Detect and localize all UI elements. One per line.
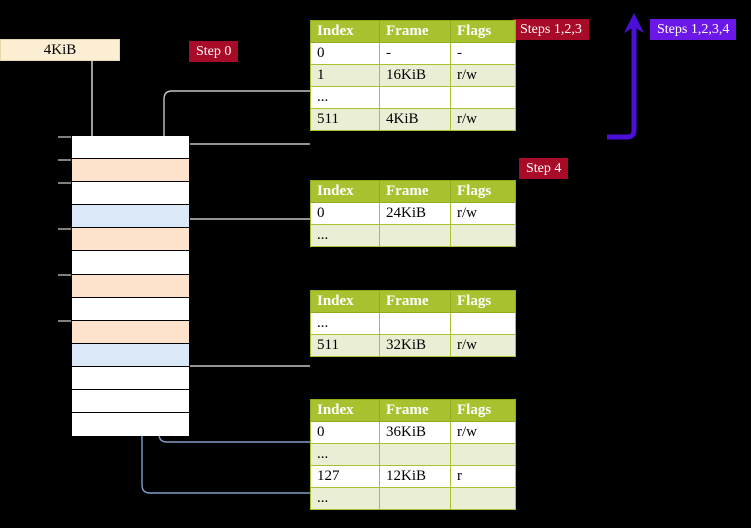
cell-frame — [379, 312, 451, 335]
cell-flags: r/w — [450, 421, 516, 444]
memory-frame-cell — [72, 274, 189, 298]
memory-frame-cell — [72, 228, 189, 252]
cell-frame: - — [379, 42, 451, 65]
cell-frame: 16KiB — [379, 64, 451, 87]
violet-bracket-arrow — [607, 24, 637, 140]
cell-flags: r/w — [450, 334, 516, 357]
memory-frame-cell — [72, 182, 189, 206]
memory-frame-cell — [72, 251, 189, 275]
table-row: ... — [310, 86, 516, 109]
memory-tick — [58, 182, 72, 184]
column-header-frame: Frame — [379, 20, 451, 43]
badge-step-4: Step 4 — [519, 158, 569, 179]
cell-frame: 24KiB — [379, 202, 451, 225]
table-row: 0-- — [310, 42, 516, 65]
cell-index: 1 — [310, 64, 380, 87]
table-header-row: Index Frame Flags — [310, 20, 516, 43]
memory-tick — [58, 274, 72, 276]
cell-frame — [379, 86, 451, 109]
cell-flags — [450, 487, 516, 510]
memory-frame-cell — [72, 297, 189, 321]
cell-flags: r/w — [450, 108, 516, 131]
cell-index: 0 — [310, 42, 380, 65]
memory-tick — [58, 228, 72, 230]
cell-frame: 12KiB — [379, 465, 451, 488]
cell-index: 127 — [310, 465, 380, 488]
cell-index: 511 — [310, 108, 380, 131]
column-header-index: Index — [310, 20, 380, 43]
column-header-index: Index — [310, 180, 380, 203]
cell-flags — [450, 86, 516, 109]
column-header-frame: Frame — [379, 399, 451, 422]
column-header-flags: Flags — [450, 180, 516, 203]
memory-frame-cell — [72, 413, 189, 437]
column-header-index: Index — [310, 290, 380, 313]
cell-flags: r/w — [450, 64, 516, 87]
column-header-flags: Flags — [450, 290, 516, 313]
cell-frame — [379, 443, 451, 466]
cell-index: 511 — [310, 334, 380, 357]
cell-index: 0 — [310, 421, 380, 444]
connector-table2-to-memory — [165, 311, 310, 367]
column-header-index: Index — [310, 399, 380, 422]
memory-frame-cell — [72, 343, 189, 367]
badge-step-0: Step 0 — [189, 41, 239, 62]
cell-frame: 4KiB — [379, 108, 451, 131]
column-header-flags: Flags — [450, 20, 516, 43]
cell-flags — [450, 224, 516, 247]
memory-frame-cell — [72, 320, 189, 344]
memory-frame-cell — [72, 205, 189, 229]
violet-arrowhead — [624, 13, 644, 33]
physical-memory-column — [71, 136, 190, 437]
cell-index: ... — [310, 224, 380, 247]
column-header-frame: Frame — [379, 180, 451, 203]
table-row: ... — [310, 312, 516, 335]
cell-frame: 36KiB — [379, 421, 451, 444]
cell-index: ... — [310, 312, 380, 335]
table-header-row: Index Frame Flags — [310, 290, 516, 313]
cell-index: 0 — [310, 202, 380, 225]
memory-frame-cell — [72, 366, 189, 391]
cell-index: ... — [310, 86, 380, 109]
cell-frame — [379, 487, 451, 510]
frame-size-box: 4KiB — [0, 39, 120, 61]
cell-index: ... — [310, 443, 380, 466]
cell-flags: r/w — [450, 202, 516, 225]
column-header-flags: Flags — [450, 399, 516, 422]
memory-tick — [58, 159, 72, 161]
cell-flags: r — [450, 465, 516, 488]
table-row: ... — [310, 487, 516, 510]
memory-frame-cell — [72, 159, 189, 183]
cell-flags — [450, 312, 516, 335]
memory-tick — [58, 136, 72, 138]
cell-index: ... — [310, 487, 380, 510]
table-row: ... — [310, 224, 516, 247]
cell-flags — [450, 443, 516, 466]
badge-steps-1-2-3-4: Steps 1,2,3,4 — [650, 19, 737, 40]
memory-tick — [58, 320, 72, 322]
memory-frame-cell — [72, 390, 189, 414]
table-header-row: Index Frame Flags — [310, 180, 516, 203]
cell-frame: 32KiB — [379, 334, 451, 357]
column-header-frame: Frame — [379, 290, 451, 313]
connector-table1-to-memory — [172, 218, 310, 263]
badge-steps-1-2-3: Steps 1,2,3 — [513, 19, 589, 40]
cell-flags: - — [450, 42, 516, 65]
cell-frame — [379, 224, 451, 247]
table-row: ... — [310, 443, 516, 466]
table-header-row: Index Frame Flags — [310, 399, 516, 422]
memory-frame-cell — [72, 136, 189, 160]
